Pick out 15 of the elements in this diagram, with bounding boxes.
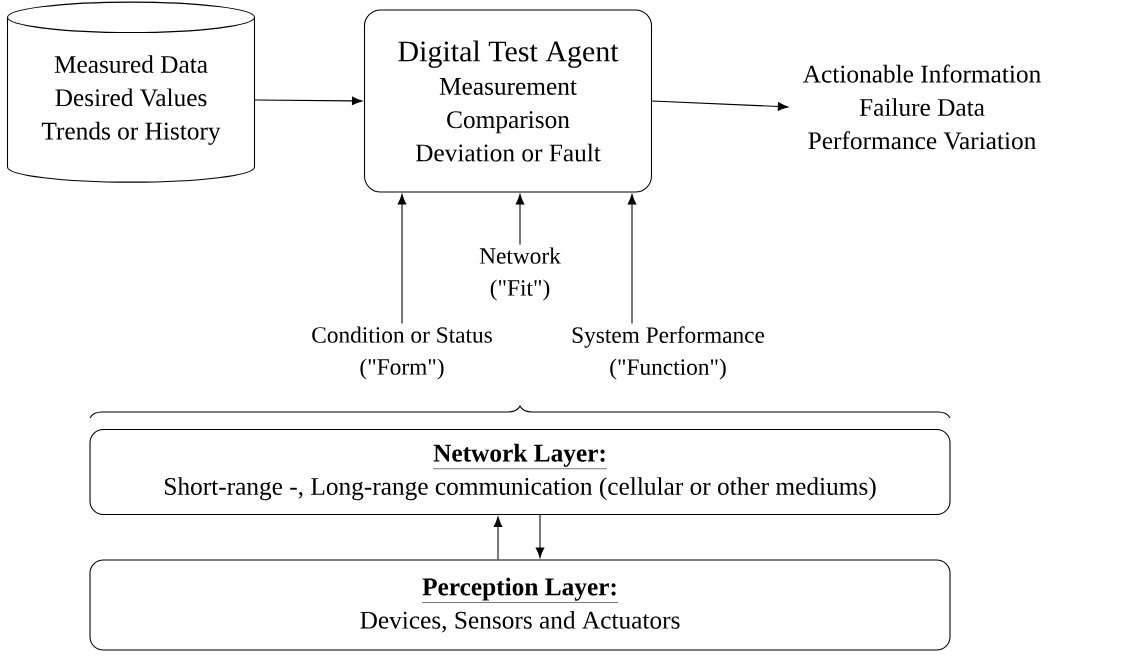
text-label: Network ("Fit") xyxy=(479,247,561,301)
arrow xyxy=(493,516,503,560)
data-cylinder: Measured Data Desired Values Trends or History xyxy=(6,1,256,183)
arrow xyxy=(254,96,363,106)
arrow xyxy=(515,194,525,246)
text-label: Actionable Information Failure Data Performance Variation xyxy=(803,64,1041,150)
arrow xyxy=(627,194,637,324)
agent-box: Digital Test Agent Measurement Comparison Deviation or Fault xyxy=(363,9,653,193)
arrow xyxy=(651,100,789,111)
text-label: System Performance ("Function") xyxy=(572,326,765,380)
arrow xyxy=(535,514,545,558)
layer-box: Network Layer: Short-range -, Long-range communication (cellular or other mediums) xyxy=(89,428,951,516)
text-label: Condition or Status ("Form") xyxy=(312,326,492,380)
layer-box: Perception Layer: Devices, Sensors and Actuators xyxy=(89,559,951,651)
arrow xyxy=(397,194,407,325)
